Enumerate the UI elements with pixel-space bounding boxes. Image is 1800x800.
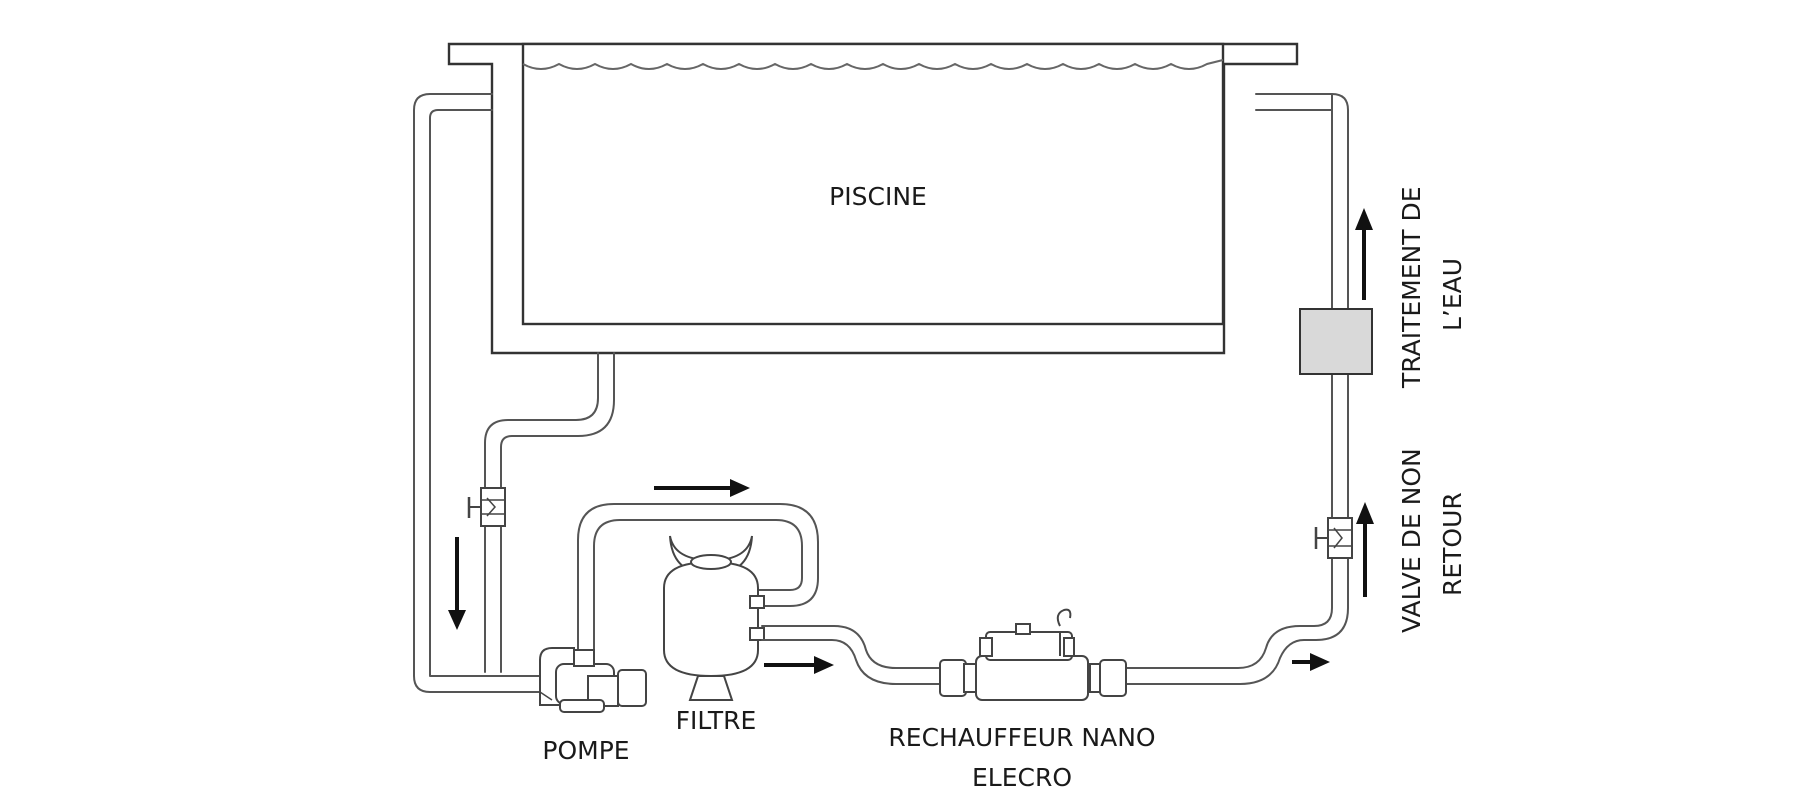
water-treatment-box [1299,308,1373,375]
heater-nano-elecro: RECHAUFFEUR NANO ELECRO [888,608,1156,792]
return-pipe [761,93,1349,685]
pool-label: PISCINE [829,182,927,211]
valve-label-line2: RETOUR [1438,492,1467,596]
pump: POMPE [539,647,647,765]
pool-basin: PISCINE [447,42,1299,355]
treatment-label-line2: L’EAU [1438,258,1467,331]
heater-label-line1: RECHAUFFEUR NANO [888,723,1155,752]
pump-label: POMPE [542,736,629,765]
non-return-valve [1314,517,1353,559]
flow-arrow-left-down [448,537,466,630]
flow-arrow-treatment-up [1355,208,1373,300]
flow-arrow-valve-up [1356,502,1374,597]
treatment-label-group-2: L’EAU [1438,258,1467,331]
flow-arrow-top-right [654,479,750,497]
pump-to-filter-loop [577,503,819,656]
heater-label-line2: ELECRO [972,763,1072,792]
treatment-label-group: TRAITEMENT DE [1397,186,1426,389]
treatment-label-line1: TRAITEMENT DE [1397,186,1426,389]
shutoff-valve-left [467,487,506,527]
valve-label-line1: VALVE DE NON [1397,448,1426,633]
valve-label-group: VALVE DE NON [1397,448,1426,633]
drain-pipe [467,352,615,673]
sand-filter: FILTRE [663,535,765,735]
skimmer-pipe [413,93,541,693]
flow-arrow-filter-out [764,656,834,674]
water-surface [522,59,1224,70]
filter-label: FILTRE [676,706,757,735]
valve-label-group-2: RETOUR [1438,492,1467,596]
flow-arrow-return-right [1292,653,1330,671]
